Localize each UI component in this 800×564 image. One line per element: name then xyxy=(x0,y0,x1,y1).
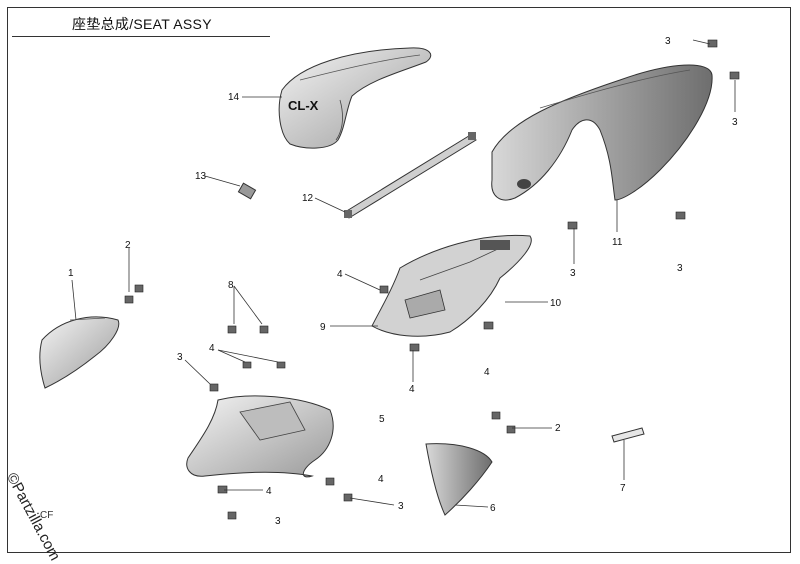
callout-3-tray-left: 3 xyxy=(177,352,183,363)
part-13-bolt xyxy=(237,182,257,200)
diagram-frame xyxy=(7,7,791,553)
part-9-seat-frame xyxy=(371,234,532,337)
callout-13: 13 xyxy=(195,171,207,182)
part-14-tank-cover: CL-X xyxy=(278,47,432,149)
part-11-rear-cowl xyxy=(491,64,713,201)
callout-2-right: 2 xyxy=(555,423,561,434)
part-7-pin xyxy=(611,427,645,443)
callout-4-mid: 4 xyxy=(484,367,490,378)
callout-3-cowl-right: 3 xyxy=(732,117,738,128)
title-underline xyxy=(12,36,270,37)
callout-4-right: 4 xyxy=(378,474,384,485)
callout-labels: 14 13 12 11 10 9 8 7 6 5 4 4 4 4 4 4 3 3… xyxy=(68,36,738,527)
callout-5: 5 xyxy=(379,414,385,425)
callout-11: 11 xyxy=(612,237,623,248)
callout-3-cowl-bottom: 3 xyxy=(570,268,576,279)
callout-3-far-right: 3 xyxy=(677,263,683,274)
leader-lines xyxy=(71,39,736,508)
callout-4-tray-top: 4 xyxy=(209,343,215,354)
part-6-right-cover xyxy=(425,443,493,516)
callout-6: 6 xyxy=(490,503,496,514)
callout-3-tray-right: 3 xyxy=(398,501,404,512)
callout-4-frame-left: 4 xyxy=(337,269,343,280)
callout-9: 9 xyxy=(320,322,326,333)
callout-3-bottom: 3 xyxy=(275,516,281,527)
part-1-left-cover xyxy=(39,316,120,389)
tank-badge-text: CL-X xyxy=(288,98,319,113)
diagram-title: 座垫总成/SEAT ASSY xyxy=(72,16,212,32)
callout-14: 14 xyxy=(228,92,240,103)
fasteners xyxy=(124,39,740,520)
part-5-under-tray xyxy=(186,395,334,478)
callout-4-tray-bottom: 4 xyxy=(266,486,272,497)
callout-2-left: 2 xyxy=(125,240,131,251)
callout-7: 7 xyxy=(620,483,626,494)
callout-3-top: 3 xyxy=(665,36,671,47)
logo-mark: CF xyxy=(40,510,54,521)
callout-1: 1 xyxy=(68,268,74,279)
callout-10: 10 xyxy=(550,298,562,309)
part-12-strap xyxy=(344,132,477,219)
callout-12: 12 xyxy=(302,193,314,204)
callout-4-frame-bottom: 4 xyxy=(409,384,415,395)
callout-8: 8 xyxy=(228,280,234,291)
